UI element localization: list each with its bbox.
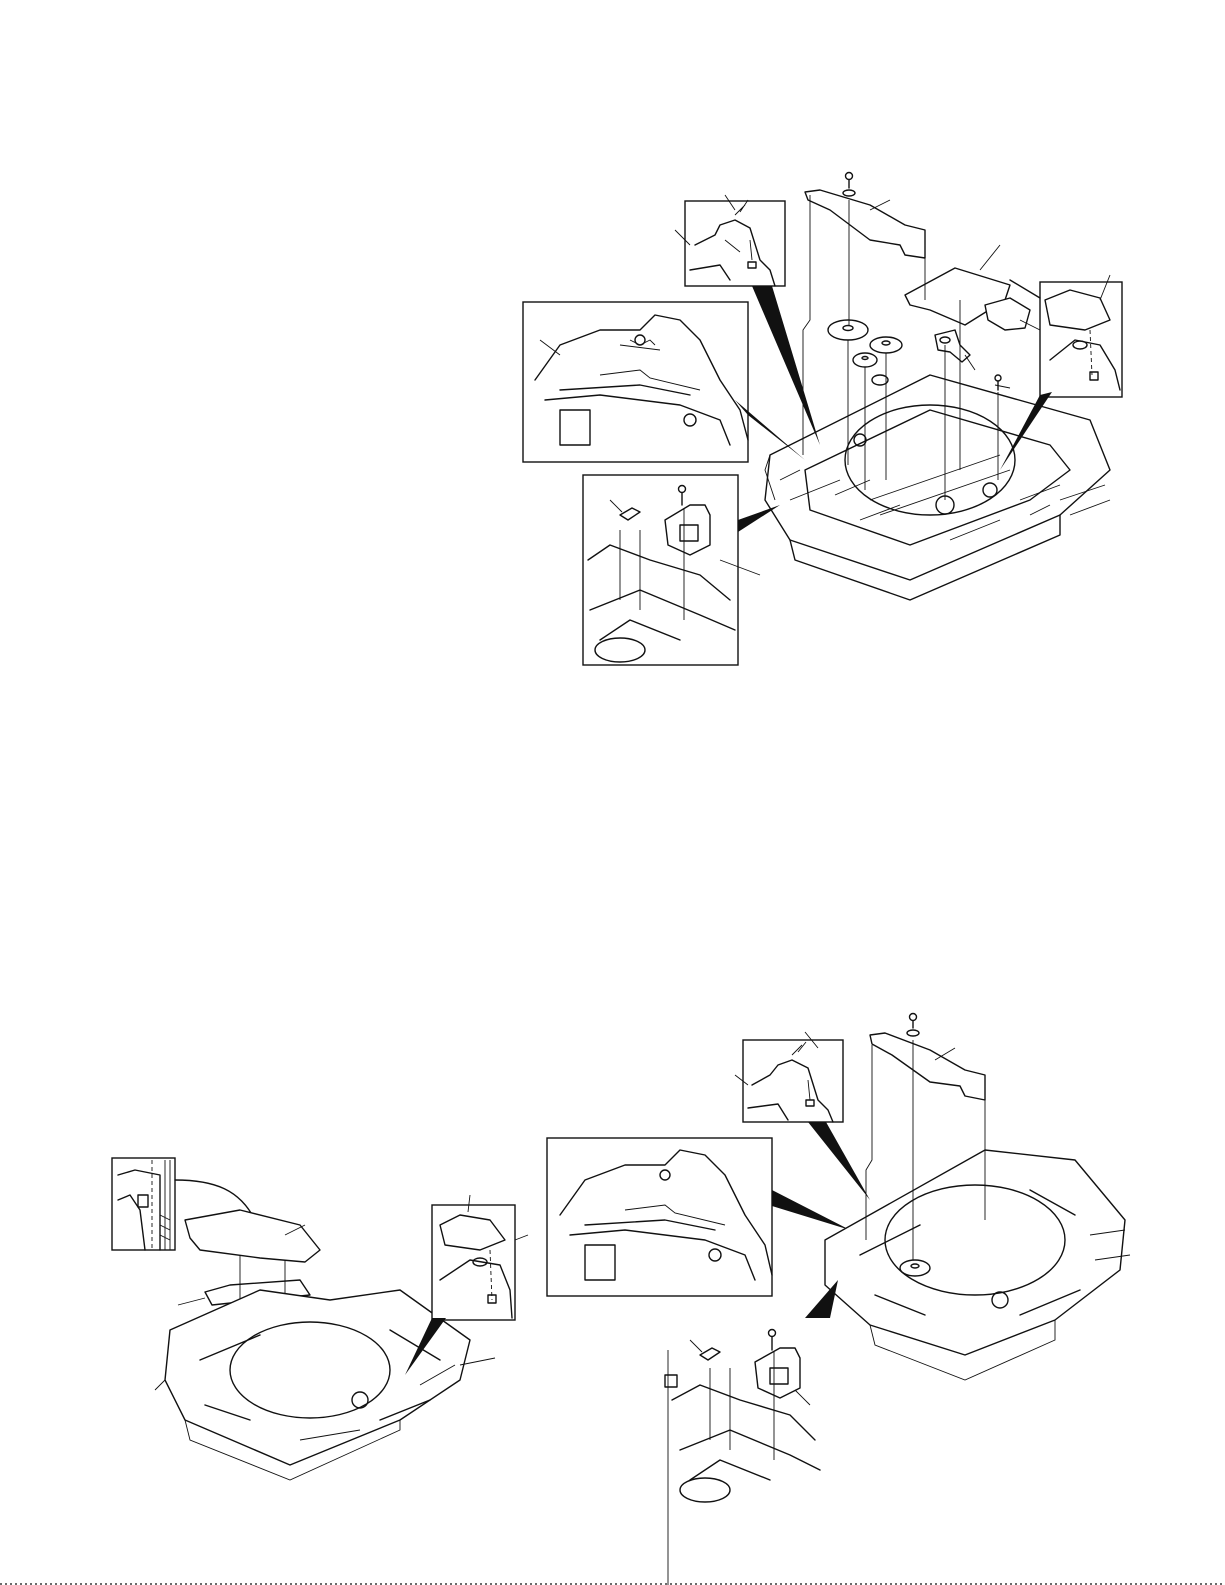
upper-bracket-plate (805, 190, 925, 258)
mechanism-chassis-top (765, 375, 1110, 600)
bottom-left-exploded-assembly (112, 1158, 528, 1480)
gear-small-1 (853, 353, 877, 367)
inset-detail-bottom-right-large (547, 1138, 772, 1296)
screw-top-2 (995, 375, 1001, 390)
lever-arm (935, 330, 970, 362)
gear-medium (870, 337, 902, 353)
callout-wedge-4 (738, 505, 780, 532)
callout-wedge-bottom-right-1 (808, 1122, 870, 1200)
top-exploded-assembly (523, 173, 1122, 666)
upper-bracket-plate-bottom (870, 1033, 985, 1100)
screw-bottom-right-1 (907, 1014, 919, 1037)
slide-plate-bottom (185, 1210, 320, 1262)
inset-detail-right (1040, 275, 1122, 397)
inset-detail-bottom-right-upper (735, 1032, 843, 1122)
gear-large-left (828, 320, 868, 340)
inset-detail-bottom-left-small (112, 1158, 175, 1250)
callout-lead-3 (1010, 280, 1040, 298)
gear-bottom-right (900, 1260, 930, 1276)
callout-wedge-bottom-right-2 (772, 1190, 850, 1230)
inset-detail-upper-left (675, 195, 785, 286)
screw-top-1 (843, 173, 855, 197)
bottom-right-exploded-assembly (547, 1014, 1130, 1585)
inset-detail-large-left (523, 302, 748, 462)
screw-bottom-right-2 (769, 1330, 776, 1351)
inset-detail-lower (583, 475, 760, 665)
cam-plate (985, 298, 1030, 330)
inset-detail-bottom-left-right (432, 1195, 528, 1320)
mechanism-chassis-bottom-right (825, 1150, 1130, 1380)
inset-detail-bottom-right-lower (665, 1330, 820, 1585)
mechanism-chassis-bottom-left (155, 1290, 470, 1480)
